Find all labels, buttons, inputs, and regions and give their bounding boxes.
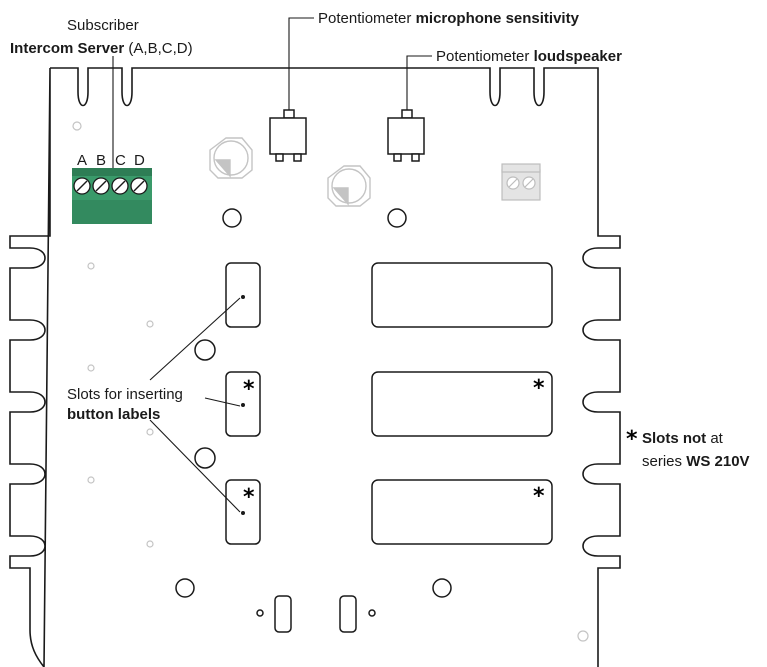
label-slots-wide	[371, 262, 553, 545]
terminal-letter-a: A	[77, 152, 87, 169]
label-pot-mic-bold: microphone sensitivity	[416, 10, 580, 27]
label-pot-spk-prefix: Potentiometer	[436, 48, 534, 65]
label-intercom-rest: (A,B,C,D)	[124, 40, 192, 57]
label-slots-line1: Slots for inserting	[67, 386, 183, 403]
asterisk-wide-slot-2: *	[533, 376, 545, 401]
note-bold1: Slots not	[642, 430, 706, 447]
note-line2a: series	[642, 453, 686, 470]
potentiometer-microphone	[269, 109, 307, 162]
label-intercom-bold: Intercom Server	[10, 40, 124, 57]
label-intercom-server: Intercom Server (A,B,C,D)	[10, 40, 193, 57]
leader-lines-slots	[149, 297, 241, 513]
label-slots-line2: button labels	[67, 406, 160, 423]
bottom-slots	[256, 595, 376, 633]
label-pot-mic-prefix: Potentiometer	[318, 10, 416, 27]
leader-lines-top	[112, 17, 432, 168]
note-line2: series WS 210V	[642, 453, 750, 470]
small-holes	[72, 121, 589, 642]
terminal-faded	[501, 163, 541, 201]
potentiometer-loudspeaker	[387, 109, 425, 162]
asterisk-wide-slot-3: *	[533, 484, 545, 509]
slot-dots	[241, 295, 245, 515]
note-line2b: WS 210V	[686, 453, 749, 470]
terminal-letter-c: C	[115, 152, 126, 169]
note-line1: Slots not at	[642, 430, 724, 447]
board-outline	[9, 67, 621, 667]
label-subscriber: Subscriber	[67, 17, 139, 34]
asterisk-small-slot-3: *	[243, 485, 255, 510]
terminal-block	[72, 168, 152, 224]
asterisk-small-slot-2: *	[243, 377, 255, 402]
label-pot-spk-bold: loudspeaker	[534, 48, 623, 65]
terminal-letter-d: D	[134, 152, 145, 169]
note-rest1: at	[706, 430, 724, 447]
terminal-letter-b: B	[96, 152, 106, 169]
note-asterisk: *	[626, 427, 638, 452]
label-potentiometer-loudspeaker: Potentiometer loudspeaker	[436, 48, 622, 65]
capacitor-right	[327, 165, 371, 207]
capacitor-left	[209, 137, 253, 179]
label-potentiometer-microphone: Potentiometer microphone sensitivity	[318, 10, 580, 27]
large-holes	[175, 208, 452, 598]
